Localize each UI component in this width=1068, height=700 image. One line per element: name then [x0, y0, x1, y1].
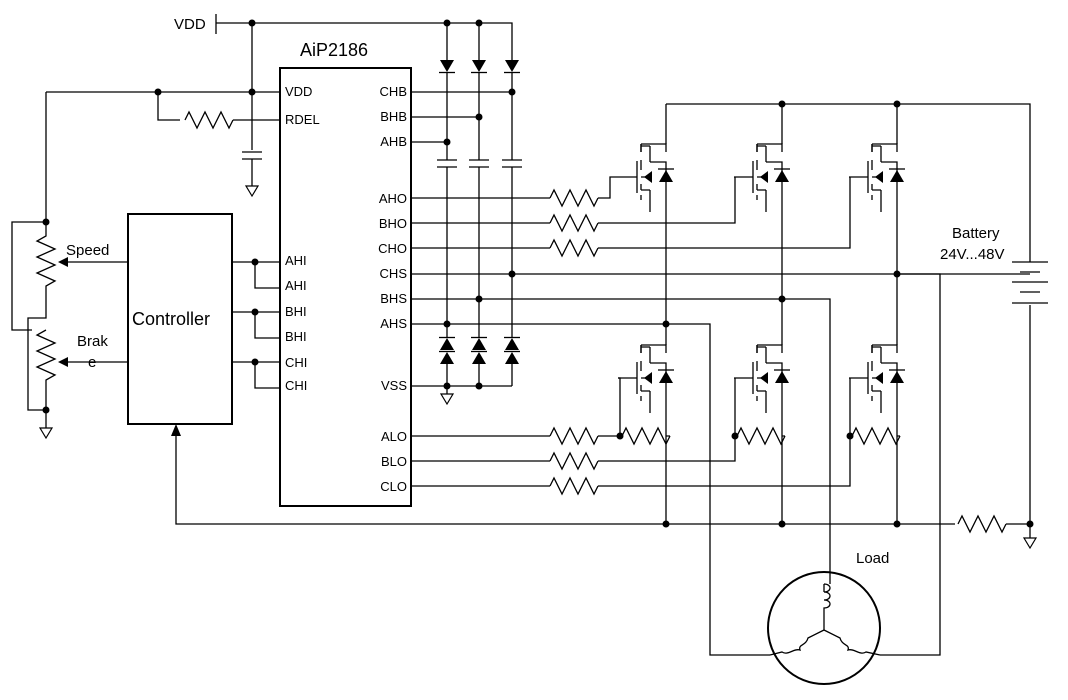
- pin-chs: CHS: [380, 266, 408, 281]
- pin-chb: CHB: [380, 84, 407, 99]
- pin-alo: ALO: [381, 429, 407, 444]
- pin-clo: CLO: [380, 479, 407, 494]
- battery-label: Battery: [952, 225, 1000, 242]
- pin-ahi-2: AHI: [285, 278, 307, 293]
- ic-name: AiP2186: [300, 40, 368, 60]
- pin-ahi: AHI: [285, 253, 307, 268]
- mosfet-c-low: [848, 274, 906, 525]
- supply-label: VDD: [174, 16, 206, 33]
- pin-vss: VSS: [381, 378, 407, 393]
- pin-bho: BHO: [379, 216, 407, 231]
- ic-right-pins: CHB BHB AHB AHO BHO CHO CHS BHS AHS VSS …: [378, 84, 407, 494]
- pin-aho: AHO: [379, 191, 407, 206]
- pin-vdd: VDD: [285, 84, 312, 99]
- motor-load: [767, 571, 881, 685]
- mosfet-c-high: [848, 104, 906, 274]
- pin-bhi-2: BHI: [285, 329, 307, 344]
- mosfet-a-low: [617, 324, 675, 525]
- brake-label-line2: e: [88, 354, 96, 371]
- controller-block: [127, 213, 233, 425]
- pin-cho: CHO: [378, 241, 407, 256]
- pin-bhb: BHB: [380, 109, 407, 124]
- ic-left-pins: VDD RDEL AHI AHI BHI BHI CHI CHI: [285, 84, 320, 393]
- pin-ahb: AHB: [380, 134, 407, 149]
- battery-range: 24V...48V: [940, 246, 1005, 263]
- pin-chi-2: CHI: [285, 378, 307, 393]
- pin-rdel: RDEL: [285, 112, 320, 127]
- pin-bhs: BHS: [380, 291, 407, 306]
- speed-label: Speed: [66, 242, 109, 259]
- mosfet-b-high: [733, 104, 791, 299]
- pin-blo: BLO: [381, 454, 407, 469]
- brake-label-line1: Brak: [77, 333, 108, 350]
- ic-body: [279, 67, 412, 507]
- pin-ahs: AHS: [380, 316, 407, 331]
- pin-chi: CHI: [285, 355, 307, 370]
- mosfet-a-high: [617, 104, 675, 324]
- controller-label: Controller: [132, 309, 210, 329]
- load-label: Load: [856, 550, 889, 567]
- pin-bhi: BHI: [285, 304, 307, 319]
- mosfet-b-low: [733, 299, 791, 525]
